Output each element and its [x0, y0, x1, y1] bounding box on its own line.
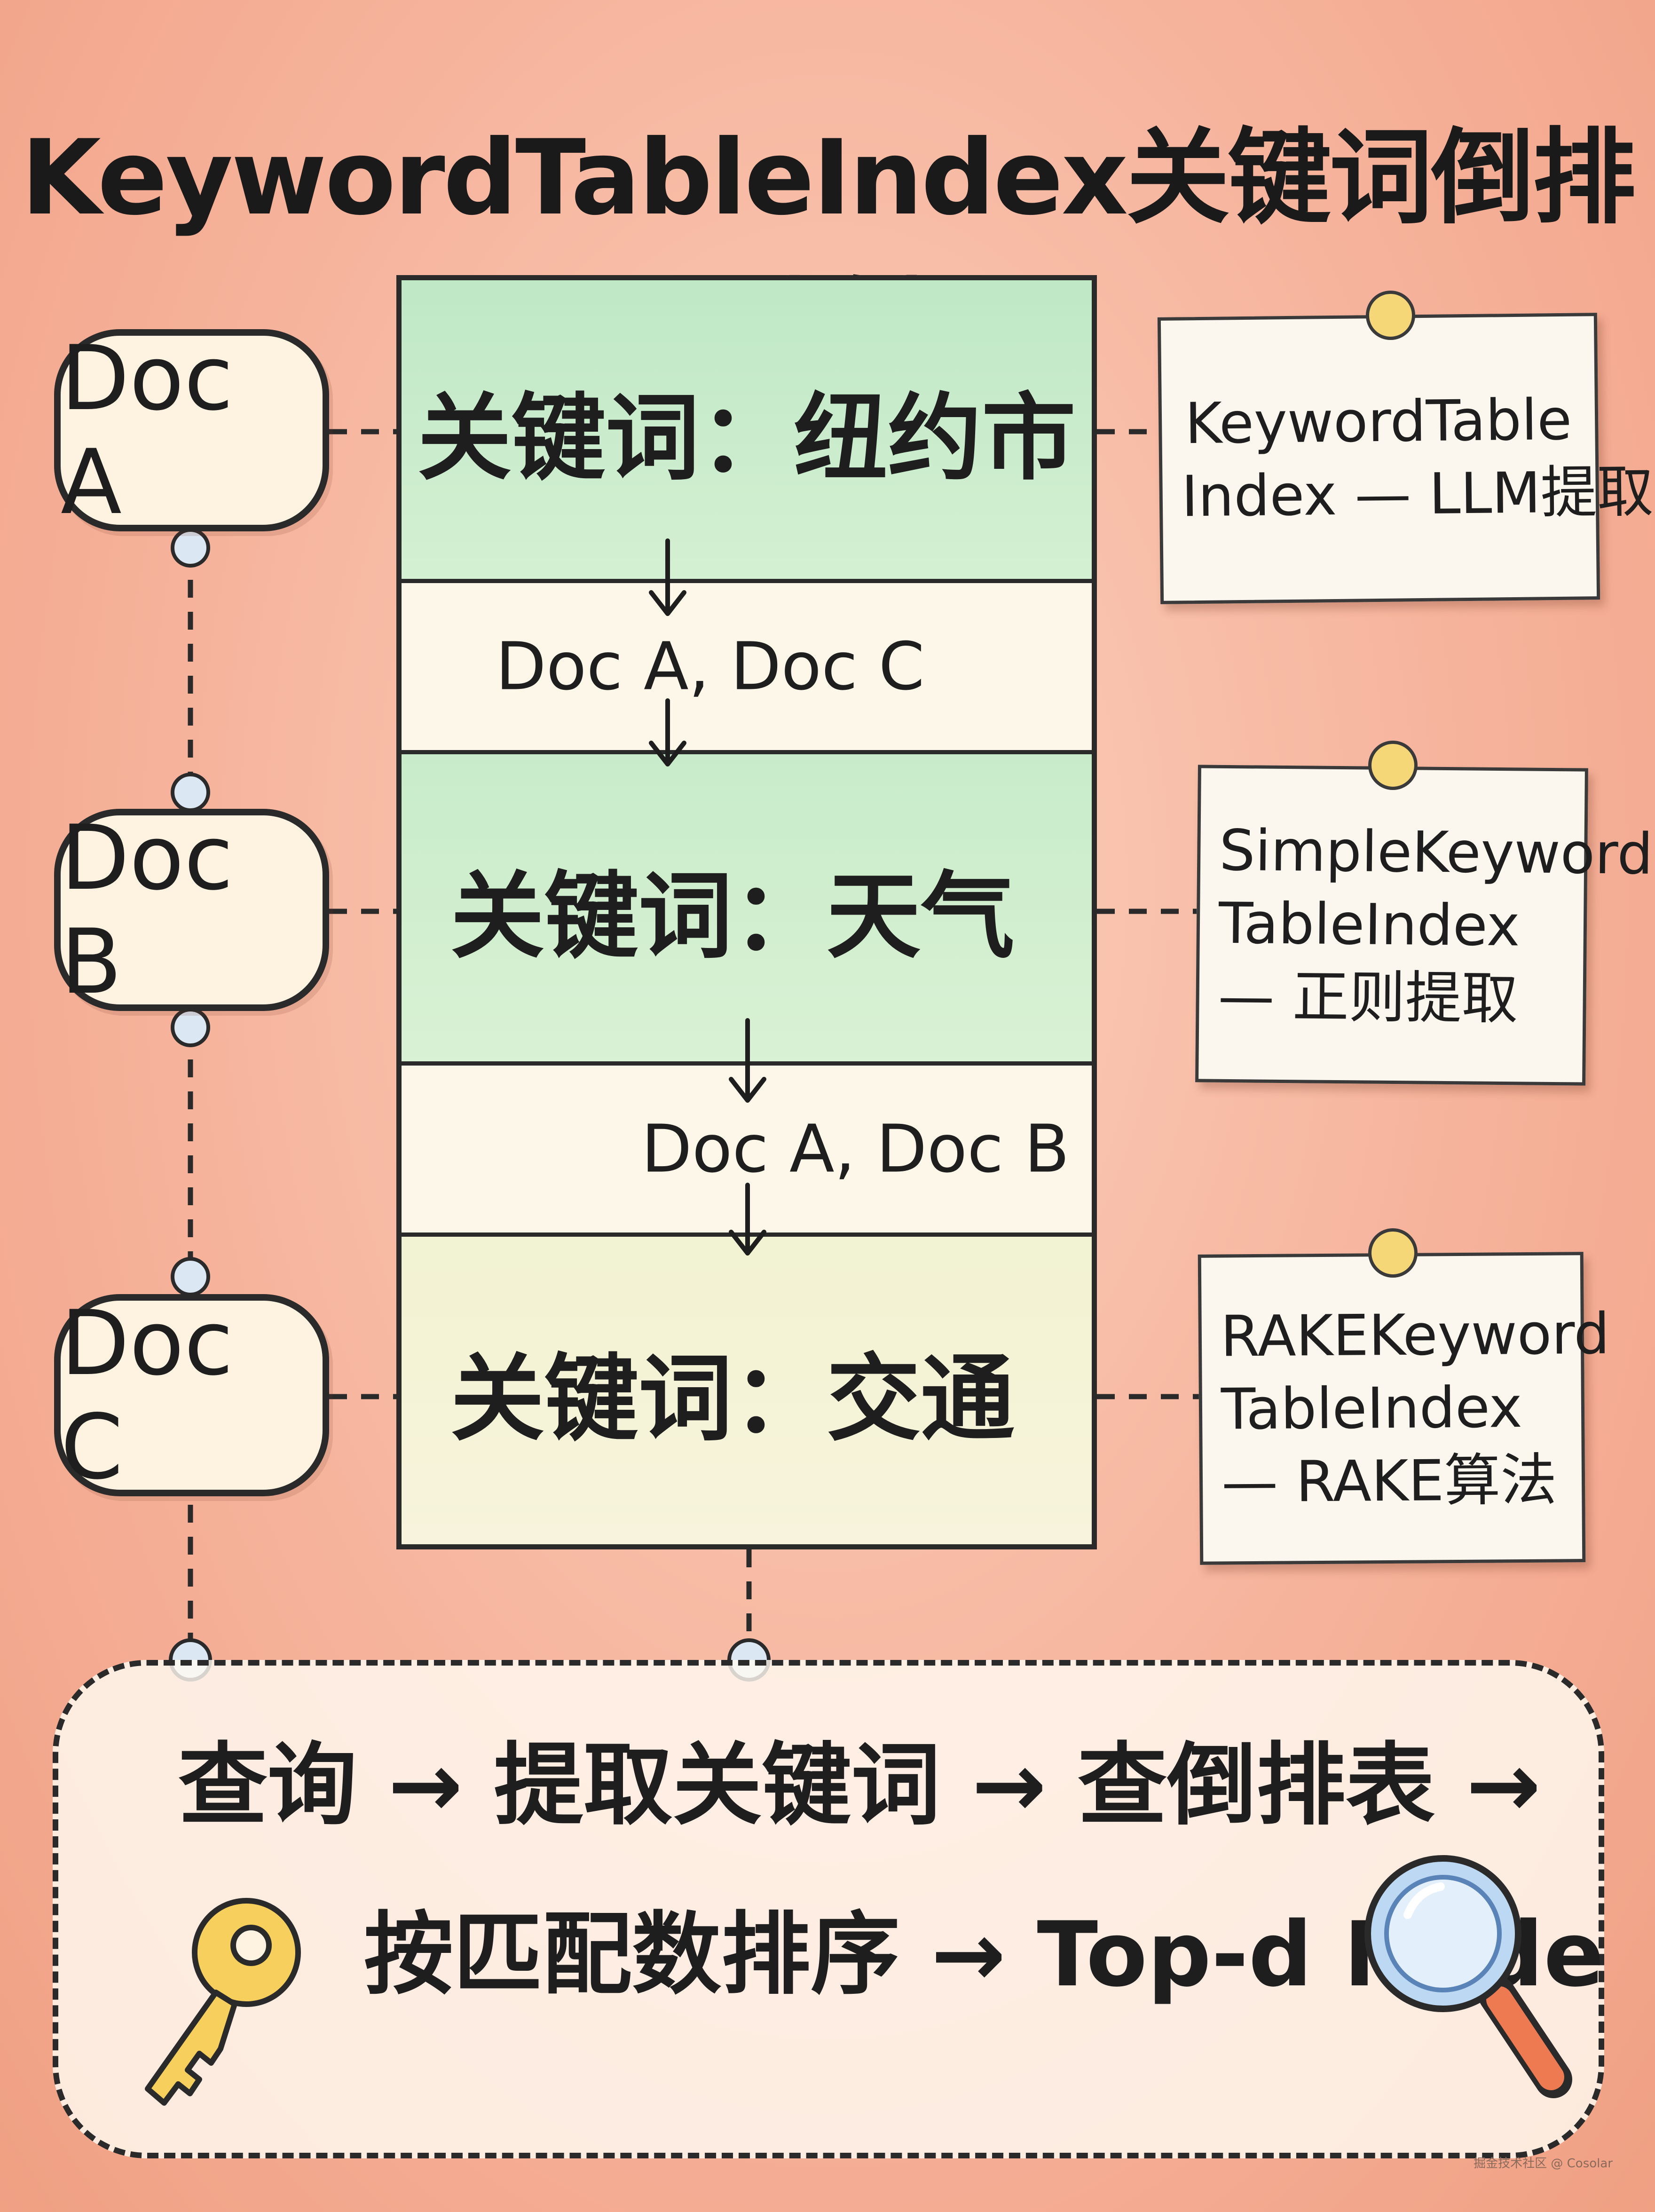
doc-list-row: Doc A, Doc B — [402, 1066, 1092, 1232]
note-line: SimpleKeyword — [1219, 818, 1654, 887]
down-arrow-icon — [649, 538, 686, 616]
note-line: — RAKE算法 — [1221, 1447, 1557, 1516]
note-line: Index — LLM提取 — [1181, 459, 1654, 530]
magnifier-icon — [1364, 1855, 1572, 2098]
down-arrow-icon — [729, 1183, 766, 1256]
doc-list-row: Doc A, Doc C — [402, 583, 1092, 750]
watermark: 掘金技术社区 @ Cosolar — [1474, 2157, 1613, 2171]
note-line: — 正则提取 — [1218, 964, 1519, 1032]
inverted-index-table: 关键词：纽约市 Doc A, Doc C 关键词：天气 Doc A, Doc B… — [396, 275, 1097, 1549]
note-rake-keyword-table-index: RAKEKeyword TableIndex — RAKE算法 — [1198, 1252, 1610, 1565]
key-icon — [145, 1898, 301, 2106]
note-line: TableIndex — [1221, 1375, 1523, 1443]
doc-label: Doc C — [61, 1291, 234, 1499]
doc-label: Doc B — [61, 806, 234, 1014]
doc-node-a: Doc A — [54, 326, 329, 534]
doc-list-label: Doc A, Doc B — [641, 1111, 1070, 1187]
flow-line-1: 查询 → 提取关键词 → 查倒排表 → — [178, 1733, 1541, 1837]
doc-node-b: Doc B — [54, 806, 329, 1014]
row-divider — [402, 750, 1092, 754]
pin-icon — [1366, 291, 1415, 340]
query-flow-box: 查询 → 提取关键词 → 查倒排表 → 按匹配数排序 → Top-d Node — [53, 1660, 1604, 2158]
note-line: KeywordTable — [1184, 387, 1572, 457]
pin-icon — [1368, 1228, 1418, 1278]
keyword-row: 关键词：纽约市 — [402, 280, 1092, 579]
pin-icon — [1368, 741, 1418, 790]
note-simple-keyword-table-index: SimpleKeyword TableIndex — 正则提取 — [1195, 765, 1654, 1086]
keyword-row: 关键词：交通 — [402, 1237, 1092, 1544]
keyword-label: 关键词：纽约市 — [417, 383, 1076, 493]
row-divider — [402, 579, 1092, 583]
keyword-label: 关键词：天气 — [450, 861, 1015, 972]
note-keyword-table-index: KeywordTable Index — LLM提取 — [1157, 313, 1654, 604]
note-line: RAKEKeyword — [1220, 1301, 1610, 1370]
doc-node-c: Doc C — [54, 1291, 329, 1499]
down-arrow-icon — [649, 698, 686, 766]
note-line: TableIndex — [1218, 891, 1521, 959]
doc-list-label: Doc A, Doc C — [496, 628, 925, 705]
keyword-row: 关键词：天气 — [402, 754, 1092, 1061]
keyword-label: 关键词：交通 — [450, 1344, 1015, 1454]
doc-label: Doc A — [61, 326, 234, 534]
down-arrow-icon — [729, 1018, 766, 1103]
